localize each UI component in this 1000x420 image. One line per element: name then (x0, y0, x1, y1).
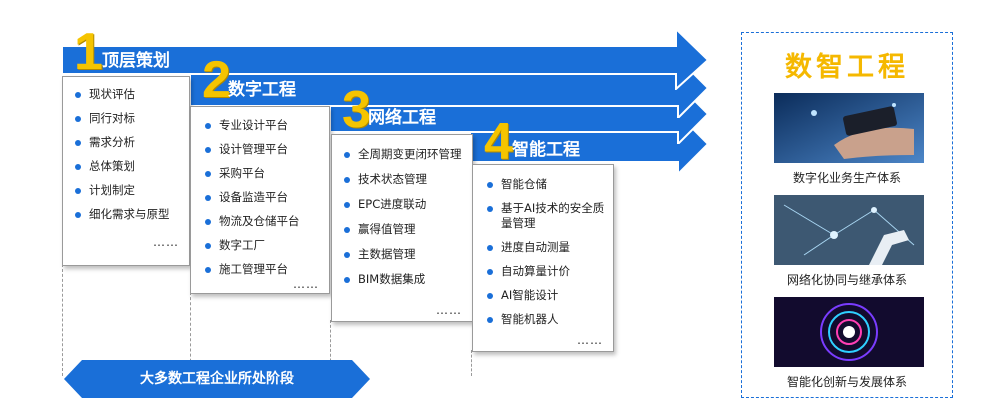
list-item: 细化需求与原型 (73, 207, 189, 222)
stage-4-guide-line (471, 350, 472, 376)
current-stage-label: 大多数工程企业所处阶段 (140, 371, 294, 387)
stage-4-ellipsis: …… (577, 333, 603, 347)
list-item: 进度自动测量 (485, 240, 613, 255)
list-item: 全周期变更闭环管理 (342, 147, 472, 162)
list-item: 自动算量计价 (485, 264, 613, 279)
stage-3-box: 全周期变更闭环管理 技术状态管理 EPC进度联动 赢得值管理 主数据管理 BIM… (331, 134, 473, 322)
list-item: 主数据管理 (342, 247, 472, 262)
list-item: 施工管理平台 (203, 262, 329, 277)
stage-3-ellipsis: …… (436, 303, 462, 317)
stage-1-arrow (62, 28, 710, 90)
stage-4-box: 智能仓储 基于AI技术的安全质量管理 进度自动测量 自动算量计价 AI智能设计 … (472, 164, 614, 352)
list-item: 计划制定 (73, 183, 189, 198)
stage-2-number: 2 (202, 51, 231, 109)
stage-4-number: 4 (484, 113, 513, 171)
list-item: 智能仓储 (485, 177, 613, 192)
digital-eye-image (774, 297, 924, 367)
stage-4-title: 智能工程 (512, 140, 580, 160)
stage-1-ellipsis: …… (153, 235, 179, 249)
list-item: 总体策划 (73, 159, 189, 174)
panel-caption-2: 网络化协同与继承体系 (786, 273, 907, 287)
list-item: 技术状态管理 (342, 172, 472, 187)
list-item: 现状评估 (73, 87, 189, 102)
list-item: 需求分析 (73, 135, 189, 150)
stage-1-box: 现状评估 同行对标 需求分析 总体策划 计划制定 细化需求与原型 …… (62, 76, 190, 266)
list-item: AI智能设计 (485, 288, 613, 303)
stage-3-number: 3 (342, 81, 371, 139)
stage-3-title: 网络工程 (368, 108, 436, 128)
panel-caption-3: 智能化创新与发展体系 (786, 375, 907, 389)
digital-engineering-panel: 数智工程 数字化业务生产体系 网络化协同与继承体系 智能化创新与发展体系 (741, 32, 953, 398)
panel-caption-1: 数字化业务生产体系 (792, 171, 901, 185)
stage-1-number: 1 (74, 23, 103, 81)
list-item: 物流及仓储平台 (203, 214, 329, 229)
list-item: 赢得值管理 (342, 222, 472, 237)
hand-phone-image (774, 93, 924, 163)
stage-2-title: 数字工程 (228, 80, 296, 100)
list-item: 设计管理平台 (203, 142, 329, 157)
list-item: 智能机器人 (485, 312, 613, 327)
stage-2-ellipsis: …… (293, 277, 319, 291)
list-item: EPC进度联动 (342, 197, 472, 212)
stage-1-title: 顶层策划 (102, 51, 170, 71)
stage-2-box: 专业设计平台 设计管理平台 采购平台 设备监造平台 物流及仓储平台 数字工厂 施… (190, 106, 330, 294)
stage-2-guide-line (190, 292, 191, 372)
list-item: 设备监造平台 (203, 190, 329, 205)
list-item: BIM数据集成 (342, 272, 472, 287)
list-item: 基于AI技术的安全质量管理 (485, 201, 613, 231)
list-item: 采购平台 (203, 166, 329, 181)
list-item: 同行对标 (73, 111, 189, 126)
list-item: 数字工厂 (203, 238, 329, 253)
list-item: 专业设计平台 (203, 118, 329, 133)
current-stage-banner (64, 360, 370, 398)
stage-1-guide-line (62, 264, 63, 376)
panel-title: 数智工程 (785, 52, 909, 83)
robot-arm-image (774, 195, 924, 265)
stage-3-guide-line (330, 320, 331, 376)
